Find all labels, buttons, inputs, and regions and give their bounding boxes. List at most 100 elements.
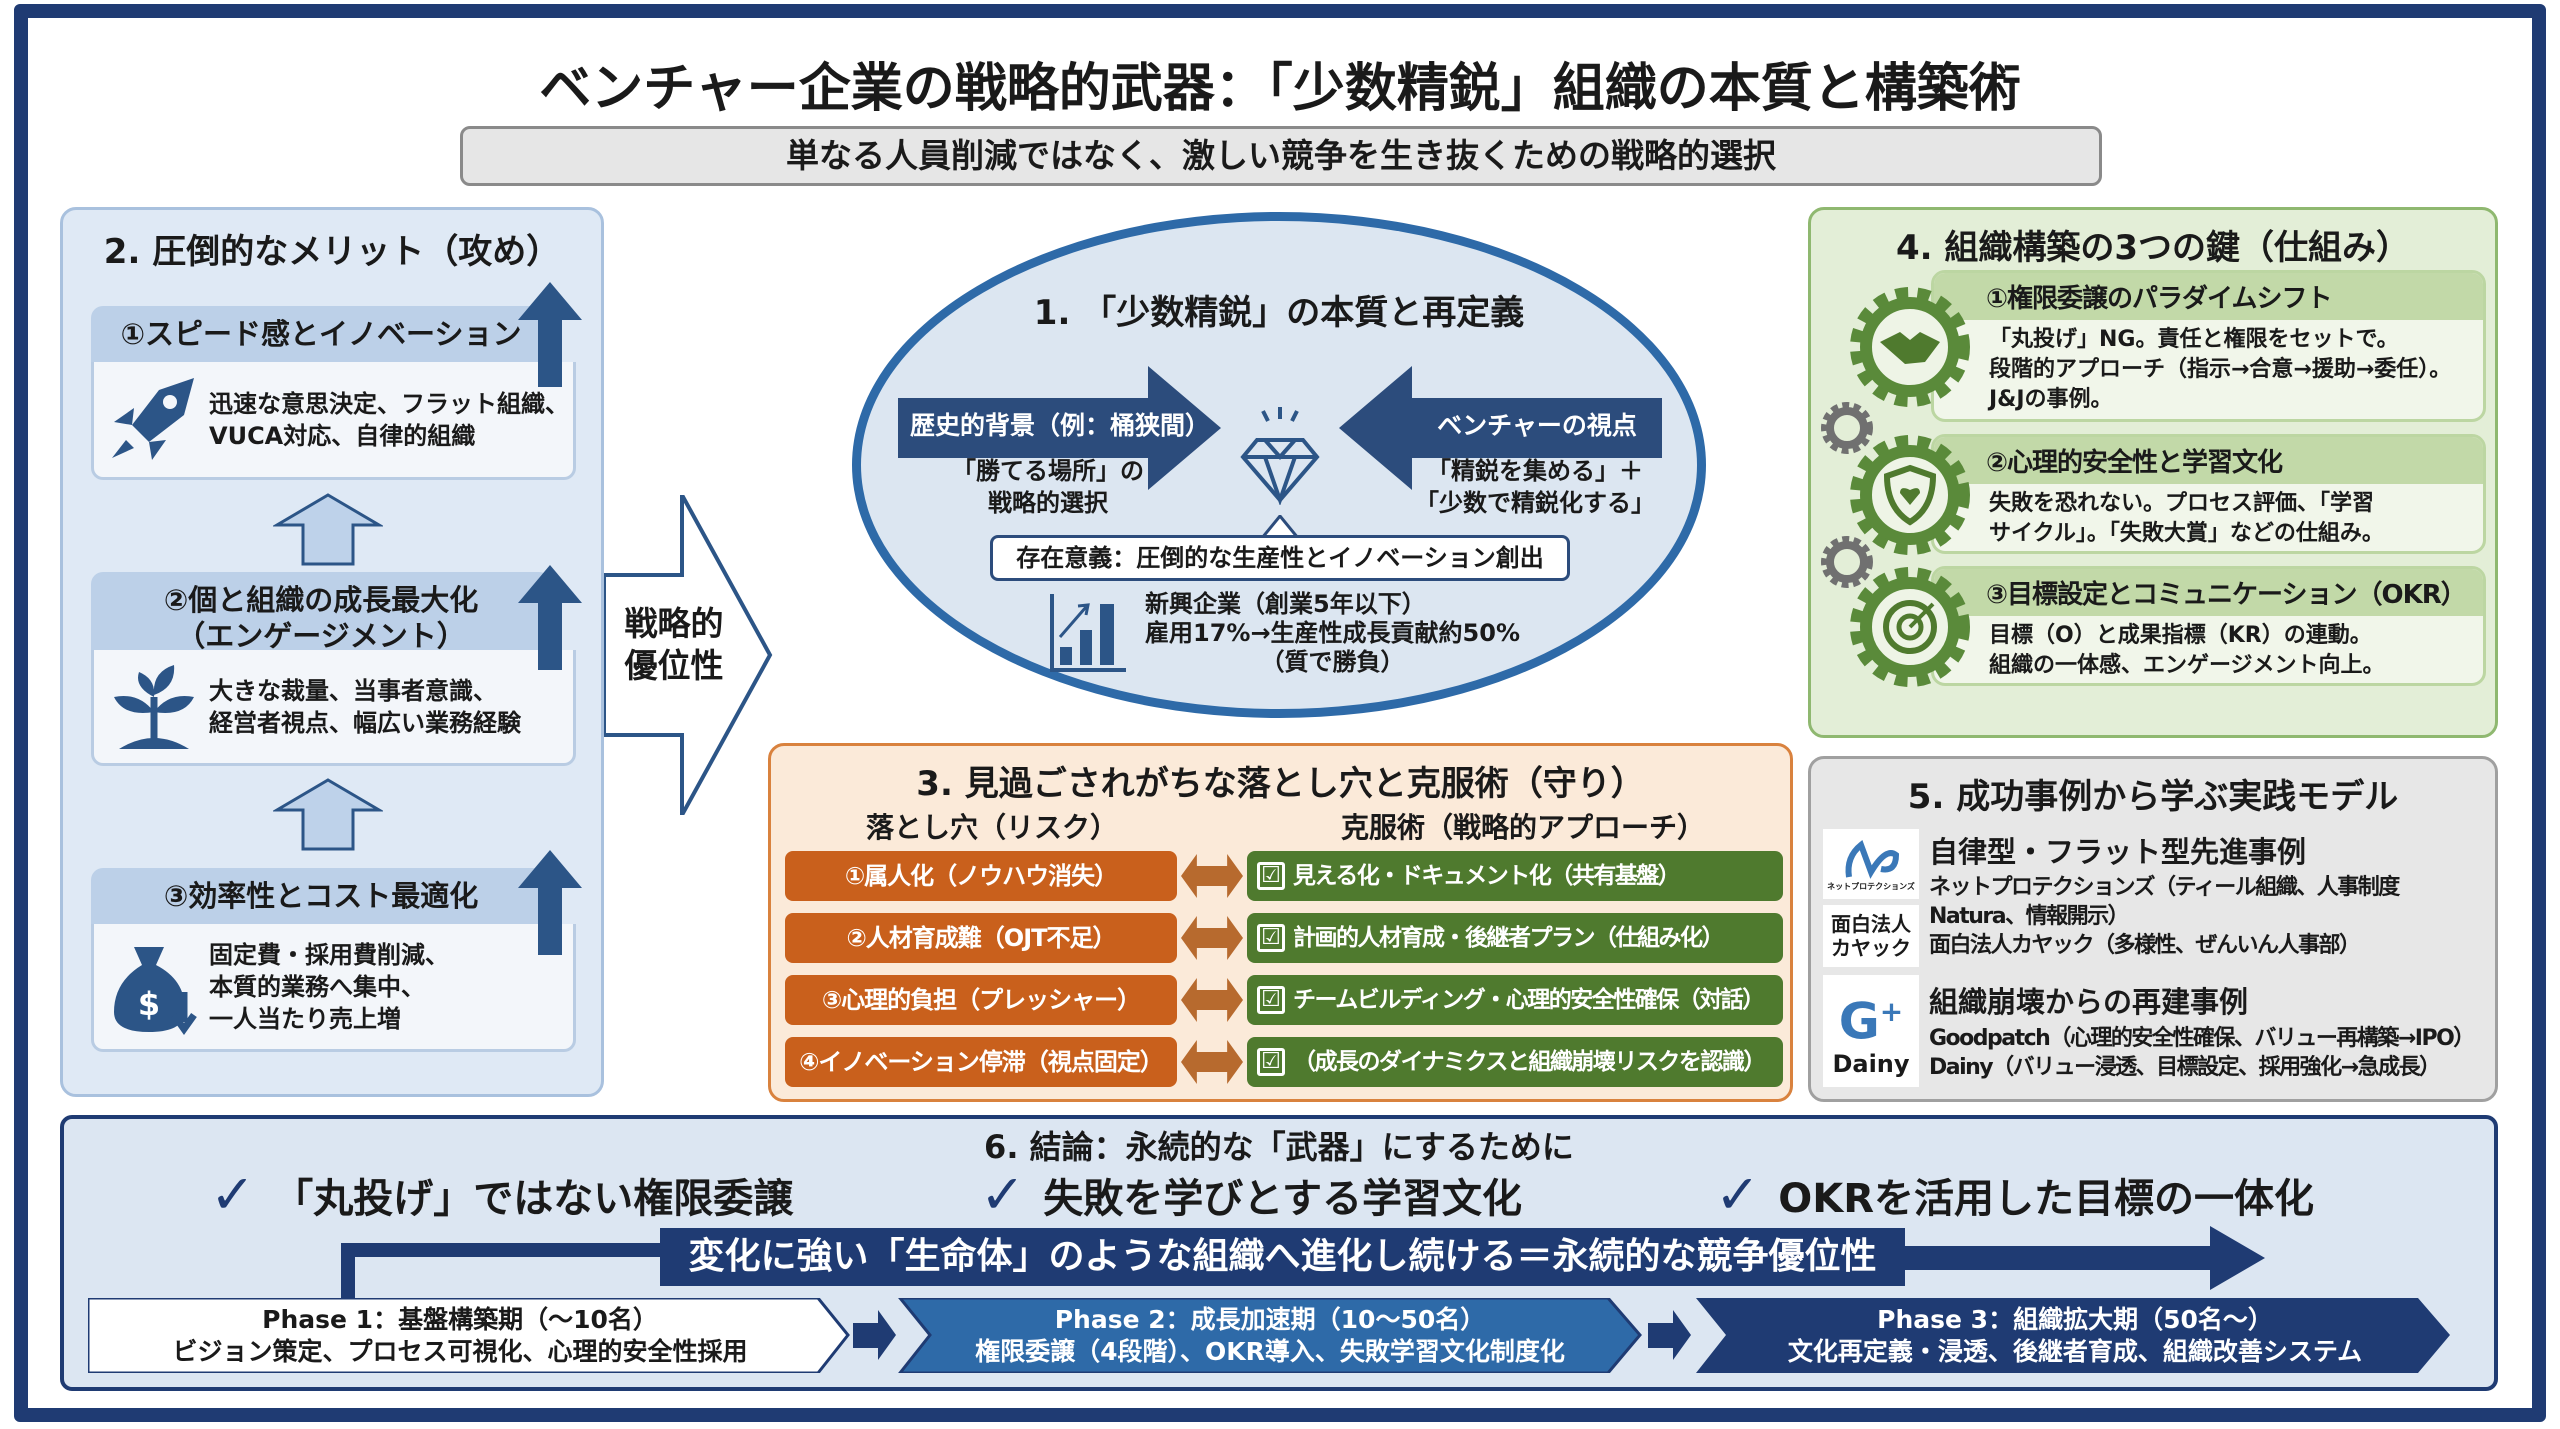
np-logo-mark (1845, 839, 1900, 879)
svg-text:$: $ (138, 985, 160, 1023)
text-line: Dainy（バリュー浸透、目標設定、採用強化→急成長） (1929, 1055, 2441, 1080)
double-arrow-icon (1181, 1040, 1243, 1084)
merits-panel: 2. 圧倒的なメリット（攻め） ①スピード感とイノベーション 迅速な意思決定、フ… (60, 207, 604, 1097)
risk-item: ④イノベーション停滞（視点固定） (785, 1037, 1177, 1087)
text-line: 「少数で精鋭化する」 (1415, 489, 1655, 517)
solution-text: 見える化・ドキュメント化（共有基盤） (1293, 863, 1681, 889)
evolution-arrow (341, 1226, 2265, 1300)
key-item: ②心理的安全性と学習文化 失敗を恐れない。プロセス評価、「学習 サイクル」。「失… (1931, 434, 2486, 554)
pitfalls-title: 3. 見過ごされがちな落とし穴と克服術（守り） (916, 764, 1645, 804)
bar-chart-icon (1050, 594, 1126, 672)
pitfalls-panel: 3. 見過ごされがちな落とし穴と克服術（守り） 落とし穴（リスク） 克服術（戦略… (768, 743, 1793, 1102)
text-line: Natura、情報開示） (1929, 904, 2130, 929)
solution-item: ☑（成長のダイナミクスと組織崩壊リスクを認識） (1247, 1037, 1783, 1087)
merit-body: 大きな裁量、当事者意識、 経営者視点、幅広い業務経験 (91, 650, 576, 766)
shield-heart-gear-icon (1850, 435, 1970, 555)
history-arrow-label: 歴史的背景（例：桶狭間） (910, 411, 1211, 440)
target-gear-icon (1850, 567, 1970, 687)
merit-line: 大きな裁量、当事者意識、 (209, 676, 497, 705)
risk-item: ②人材育成難（OJT不足） (785, 913, 1177, 963)
goodpatch-g-icon: G+ (1838, 992, 1904, 1051)
stats-text: 新興企業（創業5年以下） 雇用17%→生産性成長貢献約50% （質で勝負） (1145, 590, 1520, 677)
phase-desc: 文化再定義・浸透、後継者育成、組織改善システム (1787, 1337, 2363, 1366)
merit-heading-line: ②個と組織の成長最大化 (163, 583, 479, 617)
text-line: 雇用17%→生産性成長貢献約50% (1145, 619, 1520, 647)
essence-ellipse (852, 212, 1706, 718)
case-text: Goodpatch（心理的安全性確保、バリュー再構築→IPO） Dainy（バリ… (1929, 1024, 2475, 1082)
key-item: ③目標設定とコミュニケーション（OKR） 目標（O）と成果指標（KR）の連動。 … (1931, 566, 2486, 686)
merit-body: $ 固定費・採用費削減、 本質的業務へ集中、 一人当たり売上増 (91, 924, 576, 1052)
outer-frame (14, 4, 2546, 1422)
cases-title: 5. 成功事例から学ぶ実践モデル (1907, 777, 2399, 817)
text-line: 「精鋭を集める」＋ (1427, 457, 1643, 485)
text-line: Goodpatch（心理的安全性確保、バリュー再構築→IPO） (1929, 1026, 2475, 1051)
merit-line: 本質的業務へ集中、 (209, 972, 425, 1001)
text-line: 「丸投げ」NG。責任と権限をセットで。 (1989, 327, 2399, 352)
small-gear-icon (1821, 402, 1873, 454)
phase-2: Phase 2：成長加速期（10〜50名）権限委譲（4段階）、OKR導入、失敗学… (920, 1298, 1620, 1373)
merits-title: 2. 圧倒的なメリット（攻め） (103, 232, 561, 272)
up-arrow-icon (273, 493, 383, 566)
page-title: ベンチャー企業の戦略的武器：「少数精鋭」組織の本質と構築術 (539, 59, 2021, 119)
check-icon: ✓ (1715, 1163, 1761, 1226)
phase-desc: ビジョン策定、プロセス可視化、心理的安全性採用 (172, 1337, 748, 1366)
point-text: 「丸投げ」ではない権限委譲 (273, 1175, 794, 1222)
strategic-advantage-arrow (604, 495, 773, 815)
money-bag-icon: $ (114, 946, 197, 1035)
dark-up-arrow-icon (518, 850, 582, 955)
risk-item: ①属人化（ノウハウ消失） (785, 851, 1177, 901)
phase-desc: 権限委譲（4段階）、OKR導入、失敗学習文化制度化 (975, 1337, 1565, 1366)
point-text: OKRを活用した目標の一体化 (1778, 1175, 2315, 1222)
merit-heading: ②個と組織の成長最大化 （エンゲージメント） (91, 572, 551, 664)
strategic-advantage-label: 戦略的 優位性 (604, 603, 744, 687)
solution-text: チームビルディング・心理的安全性確保（対話） (1293, 987, 1765, 1013)
rocket-icon (112, 377, 194, 460)
text-line: 目標（O）と成果指標（KR）の連動。 (1989, 623, 2372, 648)
keys-panel: 4. 組織構築の3つの鍵（仕組み） ①権限委譲のパラダイムシフト 「丸投げ」NG… (1808, 207, 2498, 738)
text-line: 新興企業（創業5年以下） (1145, 590, 1426, 618)
logo-line: 面白法人 (1831, 912, 1911, 936)
checkbox-icon: ☑ (1257, 862, 1285, 890)
dark-up-arrow-icon (518, 282, 582, 387)
label-line: 戦略的 (624, 604, 724, 643)
case-heading: 自律型・フラット型先進事例 (1929, 835, 2307, 869)
venture-arrow-label: ベンチャーの視点 (1412, 398, 1662, 454)
history-text: 「勝てる場所」の 戦略的選択 (918, 455, 1178, 519)
callout-pointer (1262, 515, 1298, 539)
text-line: 段階的アプローチ（指示→合意→援助→委任）。 (1989, 357, 2452, 382)
key-heading: ①権限委譲のパラダイムシフト (1934, 273, 2483, 320)
text-line: 「勝てる場所」の (952, 457, 1144, 485)
conclusion-point: ✓「丸投げ」ではない権限委譲 (210, 1163, 793, 1226)
phase-title: Phase 3：組織拡大期（50名〜） (1877, 1305, 2273, 1334)
conclusion-point: ✓ OKRを活用した目標の一体化 (1715, 1163, 2314, 1226)
kayac-logo: 面白法人 カヤック (1823, 905, 1919, 967)
key-item: ①権限委譲のパラダイムシフト 「丸投げ」NG。責任と権限をセットで。 段階的アプ… (1931, 270, 2486, 422)
text-line: （質で勝負） (1260, 648, 1405, 676)
text-line: 面白法人カヤック（多様性、ぜんいん人事部） (1929, 933, 2361, 958)
phase-3: Phase 3：組織拡大期（50名〜） 文化再定義・浸透、後継者育成、組織改善シス… (1715, 1298, 2435, 1373)
dainy-logo-text: Dainy (1832, 1049, 1910, 1078)
solution-header: 克服術（戦略的アプローチ） (1341, 811, 1706, 844)
diamond-icon (1240, 407, 1320, 505)
purpose-box: 存在意義：圧倒的な生産性とイノベーション創出 (990, 535, 1570, 581)
evolution-banner: 変化に強い「生命体」のような組織へ進化し続ける＝永続的な競争優位性 (660, 1228, 1905, 1286)
logo-line: カヤック (1831, 936, 1911, 960)
check-icon: ✓ (980, 1163, 1026, 1226)
merit-line: 迅速な意思決定、フラット組織、 (209, 389, 569, 418)
handshake-gear-icon (1850, 287, 1970, 407)
checkbox-icon: ☑ (1257, 1048, 1285, 1076)
text-line: 組織の一体感、エンゲージメント向上。 (1989, 653, 2385, 678)
merit-body: 迅速な意思決定、フラット組織、 VUCA対応、自律的組織 (91, 362, 576, 480)
merit-heading: ③効率性とコスト最適化 (91, 868, 551, 924)
solution-text: 計画的人材育成・後継者プラン（仕組み化） (1293, 925, 1725, 951)
text-line: J&Jの事例。 (1989, 387, 2113, 412)
case-text: ネットプロテクションズ（ティール組織、人事制度 Natura、情報開示） 面白法… (1929, 873, 2400, 960)
solution-item: ☑ チームビルディング・心理的安全性確保（対話） (1247, 975, 1783, 1025)
left-arrow-shape (898, 366, 1221, 490)
phase-shapes (88, 1298, 2450, 1373)
double-arrow-icon (1181, 916, 1243, 960)
key-body: 「丸投げ」NG。責任と権限をセットで。 段階的アプローチ（指示→合意→援助→委任… (1934, 320, 2483, 420)
checkbox-icon: ☑ (1257, 986, 1285, 1014)
np-logo-text: ネットプロテクションズ (1827, 881, 1915, 891)
dainy-logo: G+ Dainy (1823, 975, 1919, 1087)
